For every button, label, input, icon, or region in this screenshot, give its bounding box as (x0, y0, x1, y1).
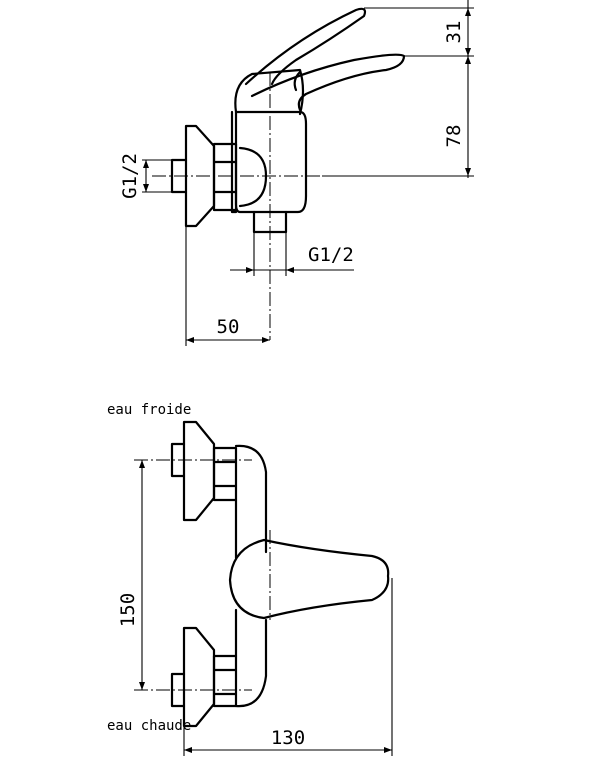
dim-spacing-150-text: 150 (117, 593, 139, 627)
dim-heights: 31 78 (322, 0, 474, 178)
dim-lever-31-text: 31 (443, 21, 465, 44)
side-cartridge-dome (234, 68, 305, 116)
side-lever-lower (250, 53, 406, 112)
front-lower-flange (182, 626, 216, 728)
front-lever-handle (228, 538, 390, 620)
dim-width-130-text: 130 (271, 727, 305, 749)
dim-outlet-g12: G1/2 (230, 232, 354, 276)
side-lever-detail (293, 70, 302, 92)
side-body-cap (230, 110, 238, 214)
front-valve-body (234, 444, 268, 708)
front-upper-nut (212, 446, 238, 502)
dim-inlet-g12-text: G1/2 (119, 153, 141, 199)
side-nipple (238, 146, 268, 208)
dim-body-78-text: 78 (443, 125, 465, 148)
label-hot-water: eau chaude (107, 718, 191, 734)
dim-depth-50-text: 50 (217, 316, 240, 338)
side-inlet-pipe (170, 158, 188, 194)
label-cold-water: eau froide (107, 402, 191, 418)
dim-spacing-150: 150 (117, 460, 145, 690)
side-valve-body (234, 110, 308, 214)
front-upper-pipe (170, 442, 186, 478)
side-lever-upper (244, 7, 367, 86)
dim-width-130: 130 (183, 578, 393, 756)
dim-depth-50: 50 (185, 226, 270, 346)
front-view: 150 130 eau froide eau chaude (107, 402, 393, 756)
front-lower-pipe (170, 672, 186, 708)
side-view: G1/2 G1/2 50 31 (119, 0, 474, 346)
front-lower-nut (212, 654, 238, 708)
dim-outlet-g12-text: G1/2 (308, 244, 354, 266)
front-upper-flange (182, 420, 216, 522)
dim-inlet-g12: G1/2 (119, 153, 172, 199)
